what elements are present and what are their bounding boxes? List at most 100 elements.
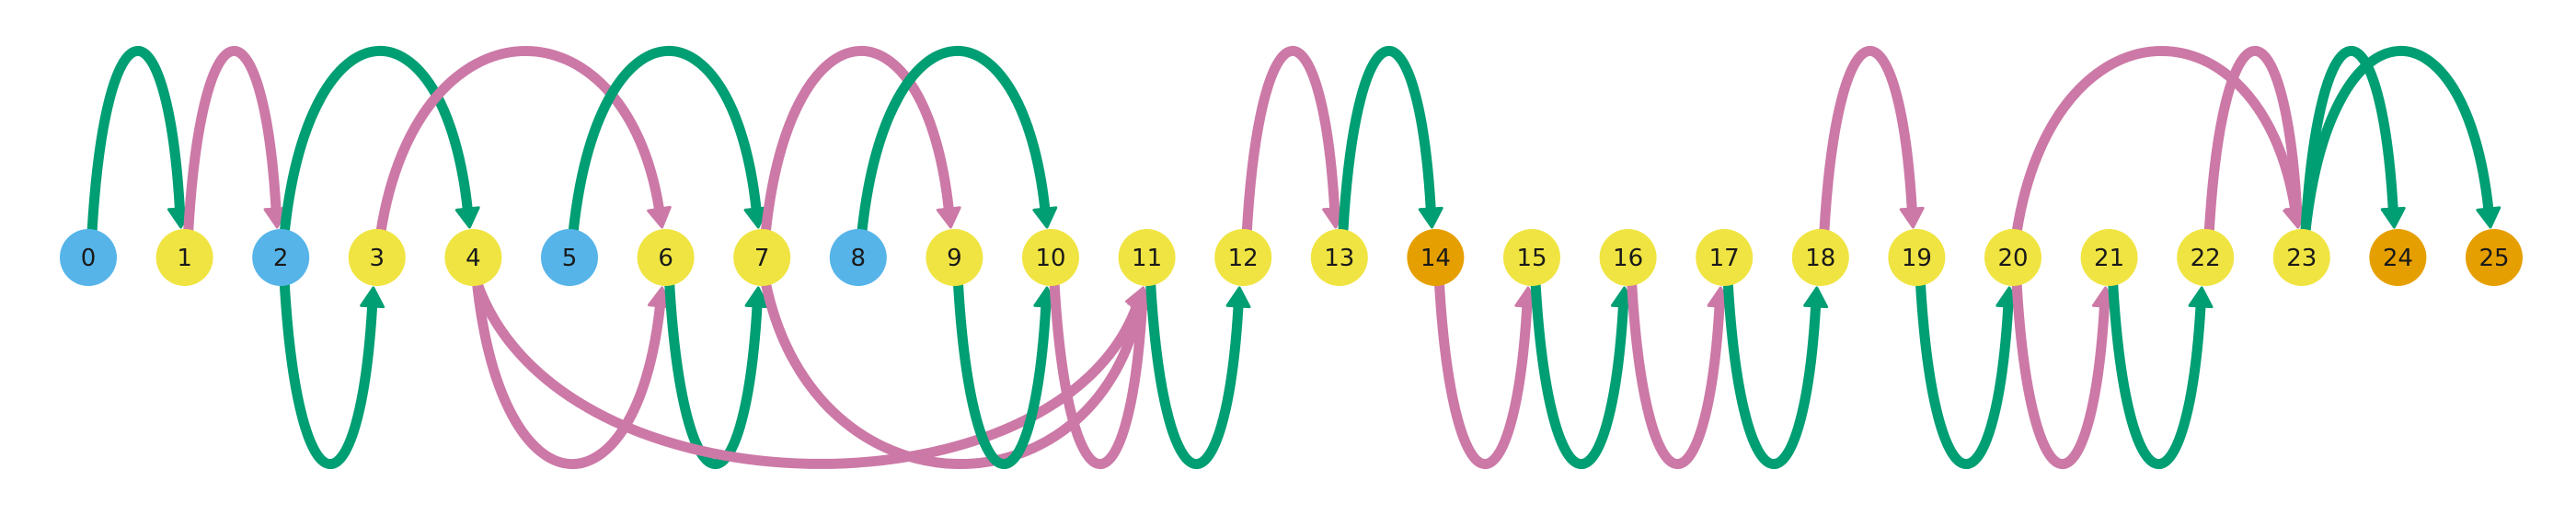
node-circle (1407, 229, 1465, 286)
edge-line (1722, 277, 1822, 469)
edge-line (952, 277, 1052, 469)
node-circle (1118, 229, 1176, 286)
node-19: 19 (1888, 229, 1946, 286)
node-label: 0 (81, 245, 97, 272)
edge-23-24 (2300, 46, 2406, 238)
edge-0-1 (86, 46, 192, 238)
node-label: 3 (370, 245, 385, 272)
edge-line (375, 45, 664, 238)
node-circle (1791, 229, 1849, 286)
node-3: 3 (348, 229, 406, 286)
edge-line (1433, 277, 1533, 469)
edge-line (279, 46, 473, 238)
node-22: 22 (2177, 229, 2235, 286)
edge-19-20 (1915, 277, 2021, 469)
edge-line (2300, 46, 2398, 238)
edge-3-6 (375, 45, 672, 238)
node-label: 4 (466, 245, 481, 272)
node-11: 11 (1118, 229, 1176, 286)
edge-line (1145, 277, 1244, 469)
edge-line (1819, 46, 1917, 238)
node-circle (1696, 229, 1754, 286)
node-13: 13 (1310, 229, 1368, 286)
node-label: 2 (273, 245, 289, 272)
node-25: 25 (2466, 229, 2523, 286)
node-label: 14 (1420, 245, 1451, 272)
node-12: 12 (1214, 229, 1272, 286)
node-7: 7 (733, 229, 791, 286)
node-circle (2369, 229, 2427, 286)
node-circle (348, 229, 406, 286)
edge-line (1530, 277, 1628, 469)
node-circle (2466, 229, 2523, 286)
node-1: 1 (155, 229, 213, 286)
node-circle (733, 229, 791, 286)
node-label: 12 (1228, 245, 1259, 272)
node-17: 17 (1696, 229, 1754, 286)
node-circle (1214, 229, 1272, 286)
node-6: 6 (637, 229, 695, 286)
node-label: 16 (1613, 245, 1643, 272)
node-label: 8 (851, 245, 867, 272)
node-label: 6 (658, 245, 673, 272)
edge-line (471, 277, 1143, 469)
node-24: 24 (2369, 229, 2427, 286)
edge-line (2300, 46, 2494, 238)
edge-line (2011, 277, 2110, 469)
node-23: 23 (2272, 229, 2330, 286)
arrowhead (2188, 286, 2214, 309)
arrowhead (360, 286, 385, 309)
edge-17-18 (1722, 277, 1829, 469)
arrowhead (2380, 206, 2406, 229)
edge-line (183, 46, 282, 238)
node-15: 15 (1503, 229, 1560, 286)
node-circle (2177, 229, 2235, 286)
edge-11-12 (1145, 277, 1251, 469)
edge-line (857, 46, 1051, 238)
node-label: 7 (754, 245, 770, 272)
node-label: 10 (1035, 245, 1065, 272)
edge-8-10 (857, 46, 1058, 238)
node-circle (444, 229, 502, 286)
edge-line (568, 46, 762, 238)
edge-10-11 (1049, 277, 1155, 469)
node-circle (1888, 229, 1946, 286)
node-5: 5 (541, 229, 598, 286)
arrowhead (2476, 206, 2501, 229)
node-label: 22 (2191, 245, 2221, 272)
node-label: 20 (1997, 245, 2028, 272)
node-label: 15 (1516, 245, 1547, 272)
edge-18-19 (1819, 46, 1925, 238)
edge-line (2203, 46, 2303, 238)
node-label: 17 (1709, 245, 1740, 272)
edge-20-23 (2011, 45, 2308, 238)
edge-6-7 (664, 277, 770, 469)
node-10: 10 (1022, 229, 1079, 286)
edge-line (1049, 277, 1147, 469)
edge-13-14 (1338, 46, 1443, 238)
edge-line (471, 277, 665, 469)
node-circle (2080, 229, 2138, 286)
arrowhead (647, 205, 672, 229)
node-label: 5 (562, 245, 578, 272)
node-circle (155, 229, 213, 286)
edge-line (1915, 277, 2014, 469)
edge-2-3 (279, 277, 385, 469)
arrowhead (936, 206, 961, 229)
node-0: 0 (60, 229, 117, 286)
edge-7-9 (760, 46, 961, 238)
arrowhead (454, 206, 480, 229)
node-9: 9 (926, 229, 983, 286)
node-label: 21 (2094, 245, 2124, 272)
node-14: 14 (1407, 229, 1465, 286)
edge-14-15 (1433, 277, 1540, 469)
edge-15-16 (1530, 277, 1636, 469)
edge-line (664, 277, 763, 469)
arrowhead (1418, 206, 1443, 229)
node-label: 18 (1805, 245, 1835, 272)
node-circle (829, 229, 887, 286)
node-label: 25 (2478, 245, 2509, 272)
edge-line (760, 46, 954, 238)
